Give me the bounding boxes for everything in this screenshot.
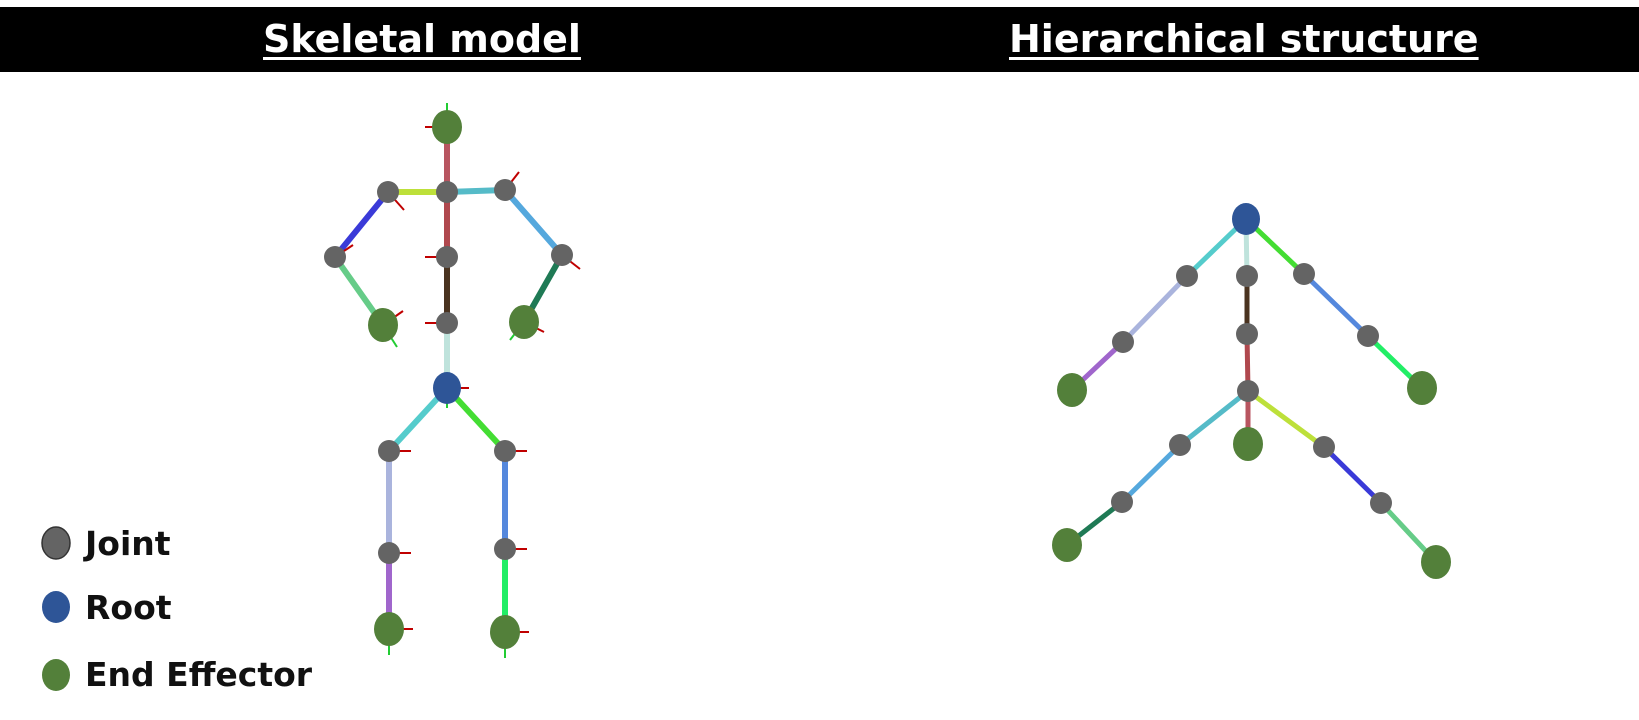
hierarchy-joint-elbow-left-side — [1370, 492, 1392, 514]
hierarchy-joint-hip-right-side — [1293, 263, 1315, 285]
skeletal-joint-hip-right-side — [494, 440, 516, 462]
hierarchy-joint-shoulder-left-side — [1313, 436, 1335, 458]
hierarchy-bone-neck-to-shoulder-left-side — [1245, 388, 1327, 450]
hierarchy-end-effector-foot-left-side — [1057, 373, 1087, 407]
hierarchy-end-effector-head — [1233, 427, 1263, 461]
header-bar — [0, 7, 1639, 72]
skeletal-root-root — [433, 372, 461, 404]
skeletal-model-nodes — [324, 110, 573, 649]
skeletal-joint-knee-left-side — [378, 542, 400, 564]
hierarchy-bone-shoulder-left-side-to-elbow-left-side — [1321, 444, 1384, 506]
hierarchy-joint-hip-left-side — [1176, 265, 1198, 287]
skeletal-joint-shoulder-right-side — [494, 179, 516, 201]
skeletal-end-effector-hand-left-side — [368, 308, 398, 342]
hierarchy-end-effector-foot-right-side — [1407, 371, 1437, 405]
skeletal-joint-elbow-right-side — [551, 244, 573, 266]
skeletal-end-effector-hand-right-side — [509, 305, 539, 339]
hierarchy-joint-neck — [1237, 380, 1259, 402]
legend-root-marker — [42, 591, 70, 623]
hierarchy-bone-hip-left-side-to-knee-left-side — [1120, 273, 1190, 345]
hierarchy-bone-hip-right-side-to-knee-right-side — [1301, 271, 1371, 339]
skeletal-joint-neck — [436, 181, 458, 203]
legend-end-effector-marker — [42, 659, 70, 691]
skeletal-bone-shoulder-right-side-to-elbow-right-side — [502, 187, 565, 258]
hierarchy-joint-spine2 — [1236, 323, 1258, 345]
hierarchical-structure-title: Hierarchical structure — [1009, 17, 1479, 61]
hierarchy-joint-spine1 — [1236, 265, 1258, 287]
hierarchy-joint-knee-right-side — [1357, 325, 1379, 347]
hierarchy-joint-knee-left-side — [1112, 331, 1134, 353]
skeletal-joint-shoulder-left-side — [377, 181, 399, 203]
legend-root-label: Root — [85, 588, 172, 627]
skeletal-end-effector-foot-right-side — [490, 615, 520, 649]
skeletal-model-title: Skeletal model — [263, 17, 581, 61]
skeletal-end-effector-head — [432, 110, 462, 144]
skeletal-joint-spine1 — [436, 312, 458, 334]
skeletal-bone-shoulder-left-side-to-elbow-left-side — [332, 189, 391, 260]
skeletal-joint-elbow-left-side — [324, 246, 346, 268]
hierarchy-joint-shoulder-right-side — [1169, 434, 1191, 456]
legend-joint-marker — [41, 526, 71, 560]
skeletal-joint-knee-right-side — [494, 538, 516, 560]
hierarchy-root-root — [1232, 203, 1260, 235]
hierarchy-joint-elbow-right-side — [1111, 491, 1133, 513]
skeletal-joint-spine2 — [436, 246, 458, 268]
skeletal-end-effector-foot-left-side — [374, 612, 404, 646]
legend-end-effector-label: End Effector — [85, 655, 313, 694]
hierarchy-end-effector-hand-left-side — [1421, 545, 1451, 579]
hierarchy-end-effector-hand-right-side — [1052, 528, 1082, 562]
hierarchy-bone-neck-to-shoulder-right-side — [1177, 388, 1251, 448]
hierarchy-bone-shoulder-right-side-to-elbow-right-side — [1119, 442, 1183, 505]
skeletal-joint-hip-left-side — [378, 440, 400, 462]
legend-markers — [41, 526, 71, 691]
legend-joint-label: Joint — [85, 524, 171, 563]
hierarchy-nodes — [1052, 203, 1451, 579]
